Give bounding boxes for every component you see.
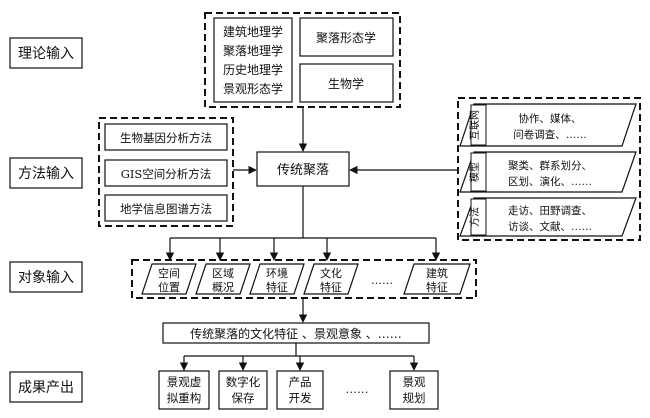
svg-text:环境: 环境	[266, 266, 288, 280]
tool-line: 协作、媒体、	[519, 112, 582, 125]
theory-disciplines-box: 建筑地理学 聚落地理学 历史地理学 景观形态学	[213, 17, 293, 103]
discipline-item: 景观形态学	[223, 81, 283, 96]
core-node: 传统聚落	[256, 151, 350, 187]
tool-line: 问卷调查、……	[513, 128, 587, 141]
svg-text:GIS空间分析方法: GIS空间分析方法	[121, 167, 212, 181]
object-architecture: 建筑 特征	[403, 263, 471, 295]
svg-text:特征: 特征	[426, 280, 448, 294]
stage-result-label: 成果产出	[9, 371, 83, 403]
svg-text:聚落形态学: 聚落形态学	[316, 30, 376, 45]
object-group-frame	[131, 259, 477, 299]
tool-line: 聚类、群系划分、	[508, 159, 592, 172]
object-culture: 文化 特征	[303, 263, 359, 295]
svg-text:传统聚落: 传统聚落	[277, 163, 329, 178]
object-environment: 环境 特征	[249, 263, 305, 295]
svg-text:拟重构: 拟重构	[167, 391, 202, 405]
tool-tag: 互联网	[469, 110, 481, 140]
svg-text:特征: 特征	[266, 280, 288, 294]
morphology-box: 聚落形态学	[299, 17, 394, 57]
method-group-frame	[98, 117, 234, 227]
svg-text:开发: 开发	[289, 391, 312, 405]
feature-bar: 传统聚落的文化特征 、景观意象 、……	[162, 322, 430, 344]
tool-tag: 模型	[468, 162, 481, 182]
tool-internet: 互联网 协作、媒体、 问卷调查、……	[459, 103, 637, 147]
object-regional-overview: 区域 概况	[195, 263, 251, 295]
tools-group-frame	[457, 97, 641, 241]
svg-text:传统聚落的文化特征 、景观意象 、……: 传统聚落的文化特征 、景观意象 、……	[190, 326, 402, 341]
output-ellipsis: ……	[346, 382, 369, 396]
svg-text:数字化: 数字化	[226, 375, 261, 389]
svg-text:生物学: 生物学	[328, 76, 364, 91]
svg-text:景观虚: 景观虚	[167, 375, 202, 389]
svg-text:成果产出: 成果产出	[18, 380, 74, 396]
object-ellipsis: ……	[371, 274, 393, 287]
stage-method-label: 方法输入	[9, 157, 83, 189]
method-box-gene: 生物基因分析方法	[104, 123, 228, 151]
tool-line: 走访、田野调查、	[508, 204, 592, 217]
svg-text:方法输入: 方法输入	[18, 166, 74, 182]
svg-text:文化: 文化	[320, 266, 342, 280]
svg-text:特征: 特征	[320, 280, 342, 294]
svg-text:区域: 区域	[212, 267, 234, 280]
method-box-atlas: 地学信息图谱方法	[104, 194, 228, 222]
biology-box: 生物学	[299, 63, 394, 103]
tool-model: 模型 聚类、群系划分、 区划、演化、……	[459, 151, 637, 193]
tool-tag: 方法	[468, 207, 481, 227]
discipline-item: 聚落地理学	[223, 43, 283, 58]
svg-text:规划: 规划	[403, 391, 426, 405]
svg-text:景观: 景观	[403, 375, 426, 389]
svg-text:空间: 空间	[158, 266, 180, 280]
svg-text:保存: 保存	[232, 391, 255, 405]
output-virtual-reconstruction: 景观虚 拟重构	[158, 370, 210, 410]
method-box-gis: GIS空间分析方法	[104, 159, 228, 187]
object-spatial-location: 空间 位置	[141, 263, 197, 295]
discipline-item: 历史地理学	[223, 62, 283, 77]
svg-text:产品: 产品	[289, 375, 312, 389]
svg-text:位置: 位置	[158, 280, 180, 294]
svg-text:生物基因分析方法: 生物基因分析方法	[120, 131, 212, 145]
tool-line: 访谈、文献、……	[508, 220, 592, 233]
stage-object-label: 对象输入	[9, 261, 83, 293]
tool-line: 区划、演化、……	[508, 175, 592, 188]
stage-theory-label: 理论输入	[9, 37, 83, 69]
svg-text:理论输入: 理论输入	[18, 46, 74, 62]
tool-method: 方法 走访、田野调查、 访谈、文献、……	[459, 197, 637, 237]
svg-text:概况: 概况	[212, 281, 234, 294]
output-digital-preservation: 数字化 保存	[218, 370, 268, 410]
output-landscape-planning: 景观 规划	[389, 370, 439, 410]
svg-text:对象输入: 对象输入	[18, 270, 74, 286]
discipline-item: 建筑地理学	[223, 24, 283, 39]
svg-text:建筑: 建筑	[426, 266, 448, 280]
svg-text:地学信息图谱方法: 地学信息图谱方法	[120, 202, 212, 216]
output-product-development: 产品 开发	[276, 370, 324, 410]
